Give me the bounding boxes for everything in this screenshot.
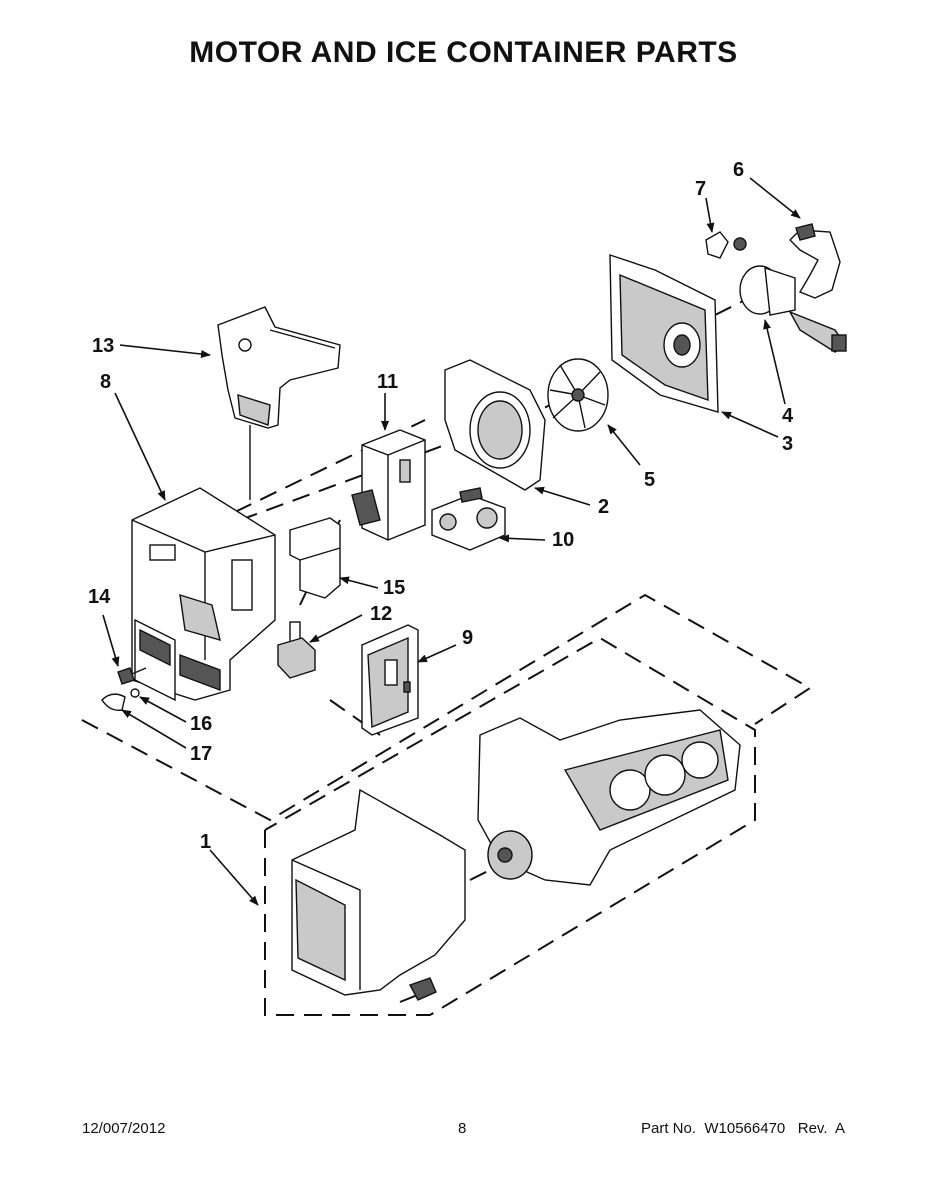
callout-6: 6 [733,159,744,181]
callout-2: 2 [598,496,609,518]
callout-8: 8 [100,371,111,393]
part-3-fan-housing [609,254,719,413]
footer-page-number: 8 [458,1120,467,1137]
leader-arrows [102,177,801,906]
callout-11: 11 [377,371,398,393]
footer-part-number: Part No. W10566470 Rev. A [641,1120,845,1137]
part-2-fan-shroud [444,359,546,491]
callout-14: 14 [88,586,111,608]
part-4-fan-motor [739,265,847,353]
part-1-ice-container [291,709,741,1001]
part-15-bracket [289,517,341,599]
callout-4: 4 [782,405,794,427]
part-7-grommet [705,231,747,259]
callout-16: 16 [190,713,212,735]
callout-10: 10 [552,529,574,551]
callout-12: 12 [370,603,392,625]
part-13-chute-cover [217,306,341,500]
part-6-motor-bracket [789,223,841,299]
part-9-cover-plate [361,624,419,736]
footer-date: 12/007/2012 [82,1120,166,1137]
part-8-dispenser-housing [131,487,276,702]
part-17-clip [101,693,126,711]
part-16-washer [130,688,140,698]
part-11-switch-housing [351,429,426,541]
callout-13: 13 [92,335,114,357]
callout-labels: 13 8 11 2 10 15 12 9 14 16 17 1 5 3 4 6 … [88,159,794,853]
callout-17: 17 [190,743,212,765]
callout-15: 15 [383,577,405,599]
callout-7: 7 [695,178,706,200]
callout-1: 1 [200,831,211,853]
callout-9: 9 [462,627,473,649]
callout-3: 3 [782,433,793,455]
callout-5: 5 [644,469,655,491]
page-title: MOTOR AND ICE CONTAINER PARTS [189,36,738,69]
part-12-solenoid [277,621,316,679]
part-14-screw [117,667,147,685]
part-5-fan-blade [547,358,609,432]
part-10-motor [431,487,506,551]
